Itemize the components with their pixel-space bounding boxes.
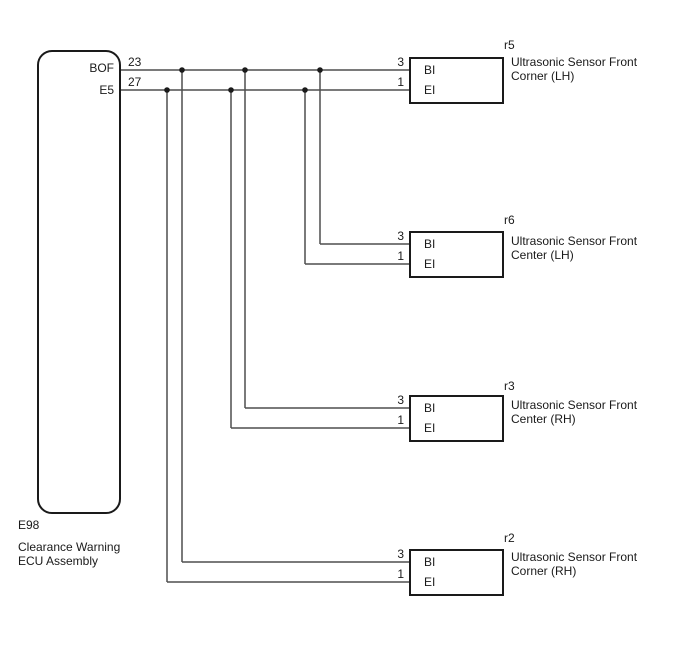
sensor-box-r5 [409,57,504,104]
sensor-r6-ref-label: r6 [504,213,515,227]
sensor-r5-pin-1: 1 [397,75,404,89]
sensor-r5-pin-3: 3 [397,55,404,69]
ecu-ref-label: E98 [18,518,40,532]
ecu-terminal-bof: BOF [89,61,114,75]
sensor-r2-ref-label: r2 [504,531,515,545]
sensor-r2-pin-1: 1 [397,567,404,581]
sensor-r2-name-line1: Ultrasonic Sensor Front [511,550,638,564]
sensor-r3-name-line2: Center (RH) [511,412,576,426]
sensor-r6-terminal-bi: BI [424,237,436,251]
ecu-name-line1: Clearance Warning [18,540,121,554]
sensor-box-r2 [409,549,504,596]
sensor-r6-terminal-ei: EI [424,257,436,271]
sensor-r6-name-line1: Ultrasonic Sensor Front [511,234,638,248]
sensor-box-r3 [409,395,504,442]
sensor-r3-pin-1: 1 [397,413,404,427]
sensor-r6-pin-3: 3 [397,229,404,243]
sensor-box-r6 [409,231,504,278]
sensor-r6-pin-1: 1 [397,249,404,263]
sensor-r5-terminal-ei: EI [424,83,436,97]
junction-dot [179,67,185,73]
sensor-r6-name: Ultrasonic Sensor Front Center (LH) [511,234,637,262]
sensor-r2-terminal-ei: EI [424,575,436,589]
ecu-name: Clearance Warning ECU Assembly [18,540,120,568]
sensor-r3-name: Ultrasonic Sensor Front Center (RH) [511,398,637,426]
ecu-pin-23: 23 [128,55,142,69]
ecu-terminal-e5: E5 [99,83,114,97]
sensor-r3-terminal-ei: EI [424,421,436,435]
junction-dot [242,67,248,73]
sensor-r3-ref-label: r3 [504,379,515,393]
sensor-r2-pin-3: 3 [397,547,404,561]
sensor-r3-pin-3: 3 [397,393,404,407]
sensor-r5-name-line1: Ultrasonic Sensor Front [511,55,638,69]
junction-dot [317,67,323,73]
ecu-box [37,50,121,514]
sensor-r2-name: Ultrasonic Sensor Front Corner (RH) [511,550,637,578]
sensor-r5-name-line2: Corner (LH) [511,69,575,83]
sensor-r5-name: Ultrasonic Sensor Front Corner (LH) [511,55,637,83]
ecu-name-line2: ECU Assembly [18,554,99,568]
sensor-r3-terminal-bi: BI [424,401,436,415]
junction-dot [164,87,170,93]
sensor-r5-terminal-bi: BI [424,63,436,77]
sensor-r5-ref-label: r5 [504,38,515,52]
sensor-r2-name-line2: Corner (RH) [511,564,577,578]
ecu-pin-27: 27 [128,75,142,89]
junction-dot [228,87,234,93]
sensor-r6-name-line2: Center (LH) [511,248,574,262]
sensor-r3-name-line1: Ultrasonic Sensor Front [511,398,638,412]
junction-dot [302,87,308,93]
sensor-r2-terminal-bi: BI [424,555,436,569]
